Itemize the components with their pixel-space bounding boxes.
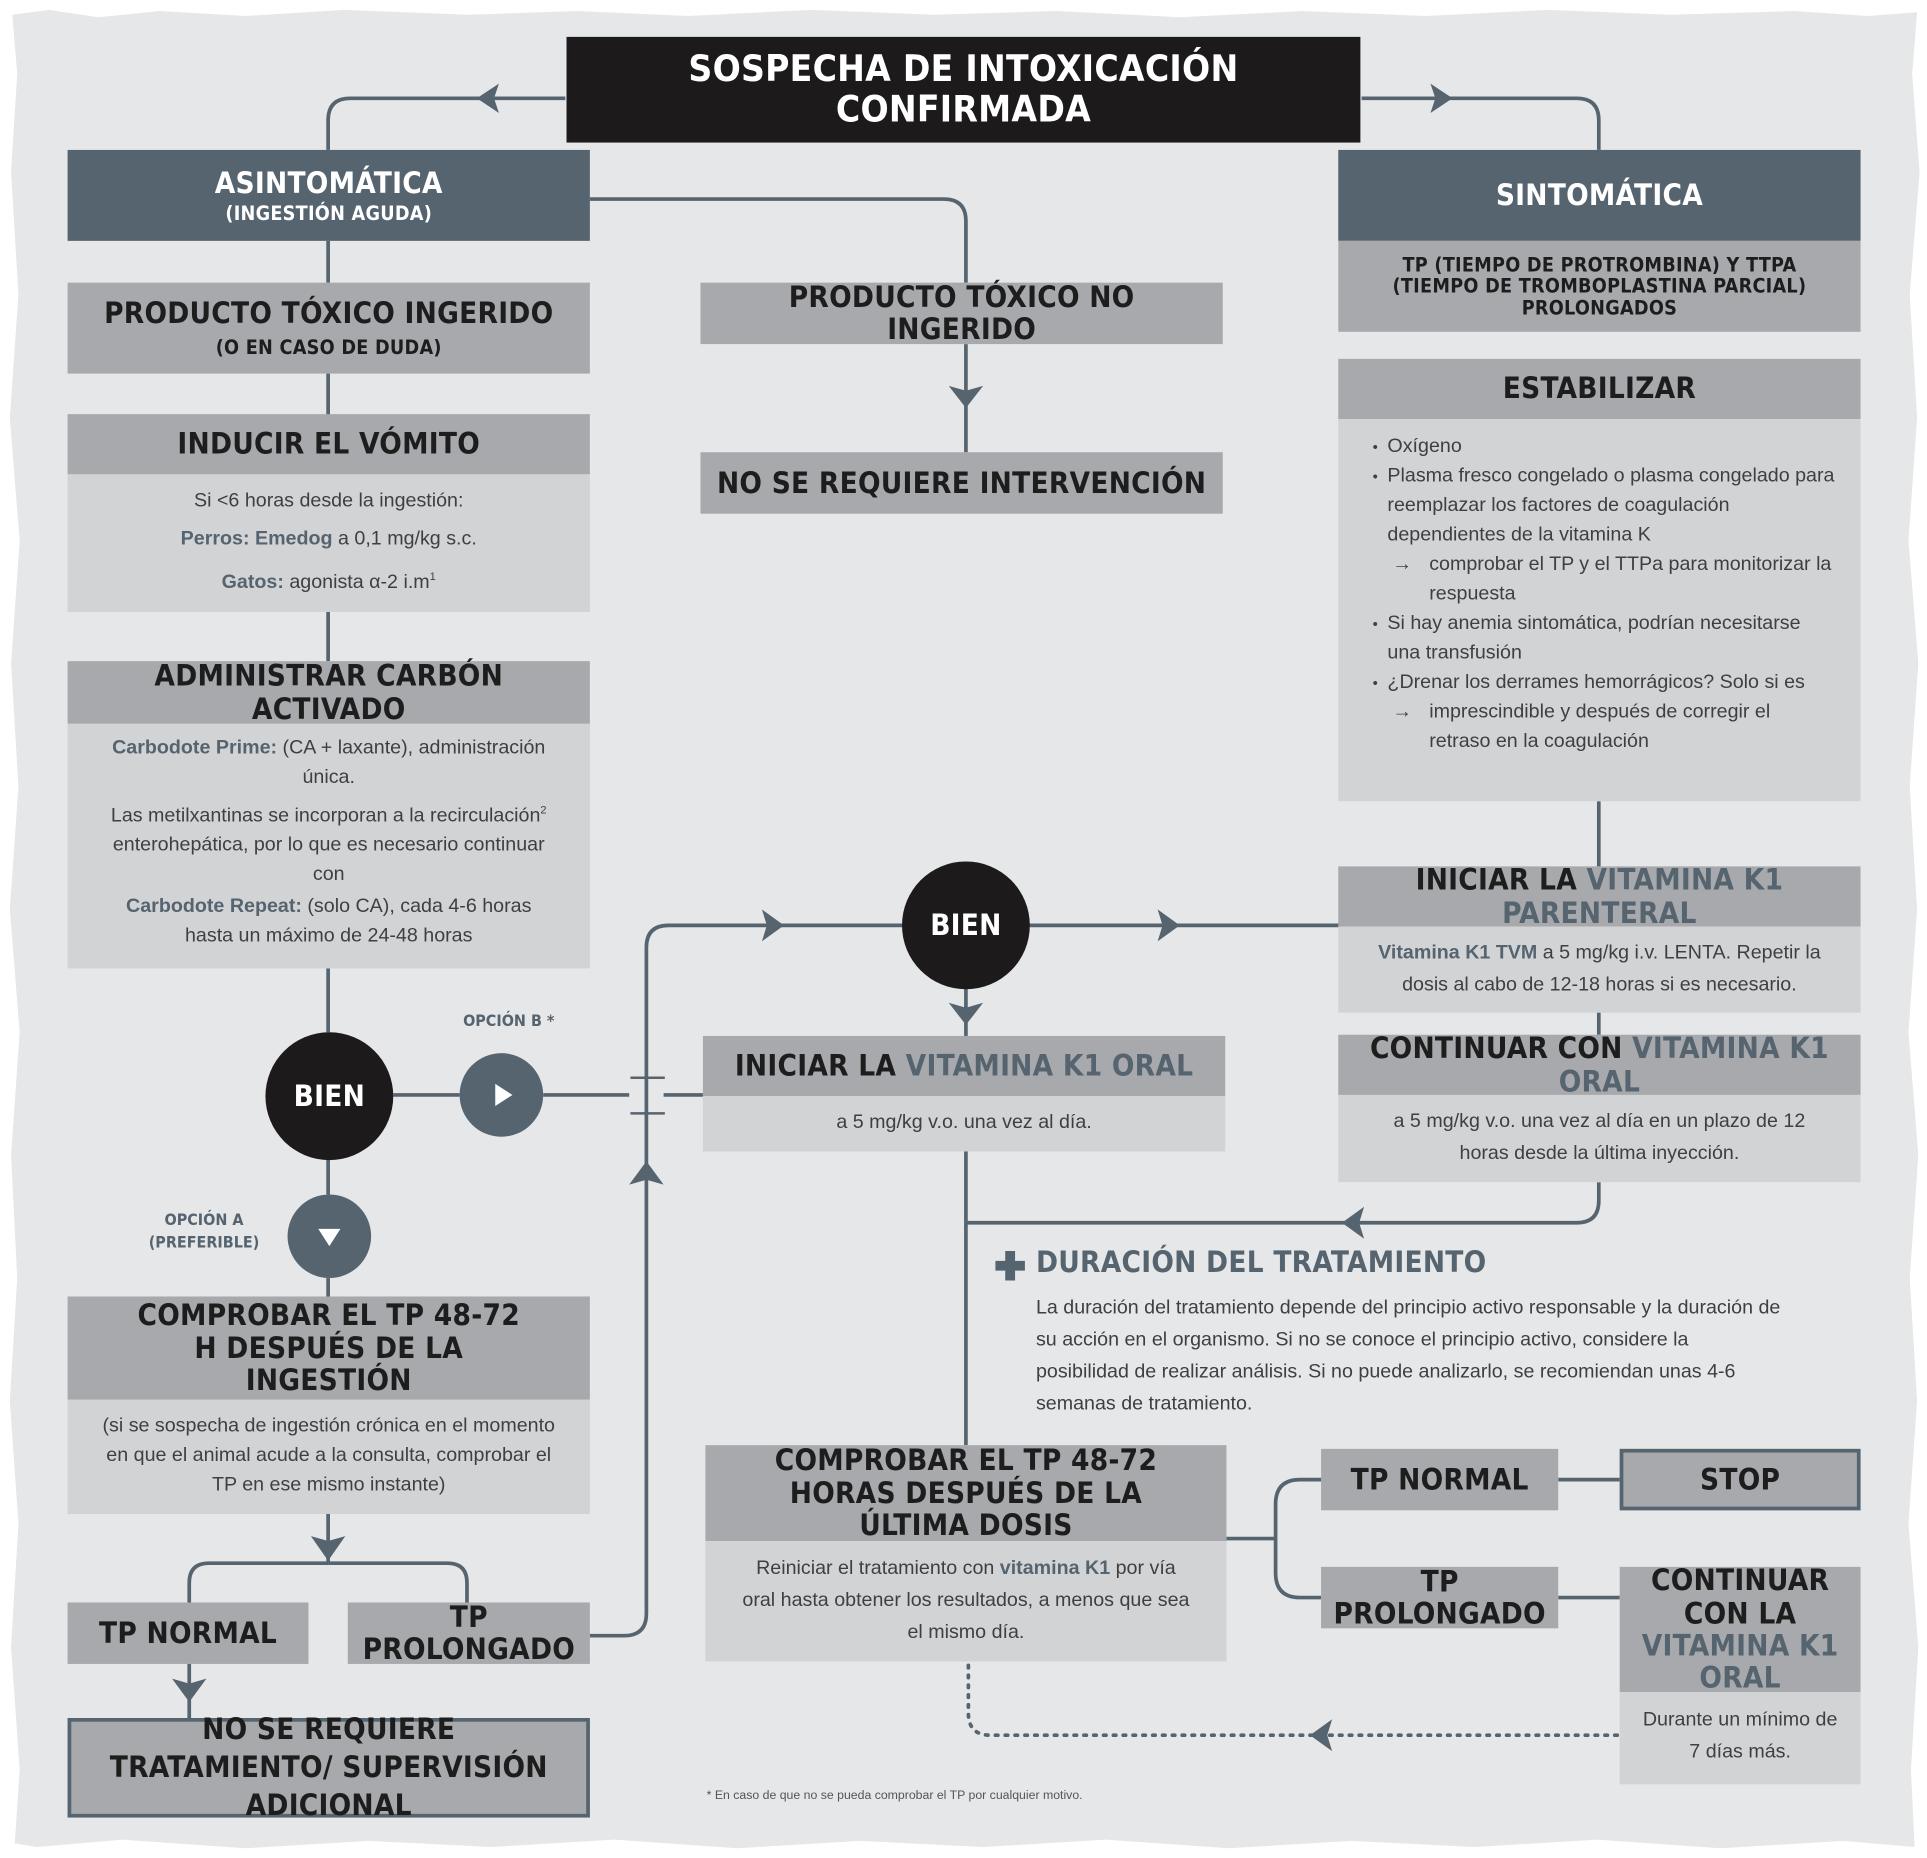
stabilize-item: Si hay anemia sintomática, podrían neces… xyxy=(1370,610,1836,669)
vomit-title: INDUCIR EL VÓMITO xyxy=(67,414,590,475)
option-b-label: OPCIÓN B * xyxy=(463,1012,555,1032)
charcoal-body: Carbodote Prime: (CA + laxante), adminis… xyxy=(67,723,590,969)
oral-title: INICIAR LA VITAMINA K1 ORAL xyxy=(702,1035,1226,1097)
connector xyxy=(187,1561,329,1603)
charcoal-title: ADMINISTRAR CARBÓN ACTIVADO xyxy=(67,660,590,725)
main-title: SOSPECHA DE INTOXICACIÓN CONFIRMADA xyxy=(566,36,1361,143)
check-last-body: Reiniciar el tratamiento con vitamina K1… xyxy=(705,1541,1227,1662)
charcoal-repeat: Carbodote Repeat: (solo CA), cada 4-6 ho… xyxy=(126,896,532,947)
stabilize-item: Plasma fresco congelado o plasma congela… xyxy=(1370,462,1836,550)
not-ingested-box: PRODUCTO TÓXICO NO INGERIDO xyxy=(700,281,1223,345)
asymptomatic-subtitle: (INGESTIÓN AGUDA) xyxy=(225,201,433,225)
option-b-play-icon xyxy=(459,1053,544,1137)
charcoal-prime: Carbodote Prime: (CA + laxante), adminis… xyxy=(112,737,546,788)
ingested-box: PRODUCTO TÓXICO INGERIDO (O EN CASO DE D… xyxy=(67,282,590,374)
tp-prolonged-left: TP PROLONGADO xyxy=(347,1601,590,1665)
vomit-dogs: Perros: Emedog a 0,1 mg/kg s.c. xyxy=(180,528,477,550)
arrowheads xyxy=(172,83,1453,1752)
stabilize-body: Oxígeno Plasma fresco congelado o plasma… xyxy=(1338,419,1861,802)
plus-icon xyxy=(993,1249,1027,1283)
continue-oral-body: a 5 mg/kg v.o. una vez al día en un plaz… xyxy=(1338,1094,1861,1183)
continue-oral-title: CONTINUAR CON VITAMINA K1 ORAL xyxy=(1338,1032,1861,1097)
check-last-title: COMPROBAR EL TP 48-72 HORAS DESPUÉS DE L… xyxy=(705,1444,1227,1542)
oral-body: a 5 mg/kg v.o. una vez al día. xyxy=(702,1096,1226,1152)
arrow-right-icon xyxy=(1157,909,1180,942)
stabilize-item: Oxígeno xyxy=(1370,433,1836,462)
ingested-title: PRODUCTO TÓXICO INGERIDO xyxy=(104,296,554,331)
arrow-right-icon xyxy=(1430,83,1453,114)
symptomatic-header: SINTOMÁTICA xyxy=(1338,149,1861,241)
stabilize-item: ¿Drenar los derrames hemorrágicos? Solo … xyxy=(1370,669,1836,698)
arrow-down-icon xyxy=(948,1002,984,1025)
tp-normal-right: TP NORMAL xyxy=(1321,1448,1559,1511)
vomit-cats: Gatos: agonista α-2 i.m1 xyxy=(221,570,436,593)
vomit-line: Si <6 horas desde la ingestión: xyxy=(193,490,464,512)
stabilize-subitem: comprobar el TP y el TTPa para monitoriz… xyxy=(1370,551,1836,610)
connector-title-sym xyxy=(1361,96,1601,150)
stabilize-list: Si hay anemia sintomática, podrían neces… xyxy=(1370,610,1836,698)
continue-7days-body: Durante un mínimo de 7 días más. xyxy=(1619,1692,1861,1785)
arrow-right-icon xyxy=(761,909,785,942)
no-treatment-box: NO SE REQUIERE TRATAMIENTO/ SUPERVISIÓN … xyxy=(67,1712,590,1823)
parenteral-title: INICIAR LA VITAMINA K1 PARENTERAL xyxy=(1338,864,1861,929)
duration-text: La duración del tratamiento depende del … xyxy=(1035,1297,1781,1415)
arrow-down-icon xyxy=(172,1678,207,1703)
ingested-subtitle: (O EN CASO DE DUDA) xyxy=(215,335,442,360)
arrow-left-icon xyxy=(1310,1719,1333,1752)
option-a-label: OPCIÓN A(PREFERIBLE) xyxy=(148,1211,260,1253)
arrow-left-icon xyxy=(476,83,499,114)
option-a-down-icon xyxy=(287,1194,372,1279)
tp-prolonged-right: TP PROLONGADO xyxy=(1321,1565,1559,1630)
parenteral-body: Vitamina K1 TVM a 5 mg/kg i.v. LENTA. Re… xyxy=(1338,926,1861,1013)
arrow-down-icon xyxy=(948,385,984,408)
no-intervention-box: NO SE REQUIERE INTERVENCIÓN xyxy=(700,452,1223,514)
stabilize-list: Oxígeno Plasma fresco congelado o plasma… xyxy=(1370,433,1836,551)
arrow-down-icon xyxy=(310,1536,346,1561)
asymptomatic-title: ASINTOMÁTICA xyxy=(214,165,443,200)
charcoal-recirc: Las metilxantinas se incorporan a la rec… xyxy=(110,803,547,886)
connector-dotted-return xyxy=(966,1659,1620,1738)
stabilize-title: ESTABILIZAR xyxy=(1338,358,1861,420)
check-pt-body: (si se sospecha de ingestión crónica en … xyxy=(67,1399,590,1515)
duration-title: DURACIÓN DEL TRATAMIENTO xyxy=(1035,1244,1487,1280)
vomit-body: Si <6 horas desde la ingestión: Perros: … xyxy=(67,474,590,612)
stop-box: STOP xyxy=(1619,1448,1861,1511)
asymptomatic-header: ASINTOMÁTICA (INGESTIÓN AGUDA) xyxy=(67,149,590,241)
tp-normal-left: TP NORMAL xyxy=(67,1602,309,1664)
connector-prolonged-up xyxy=(589,923,903,1638)
stabilize-subitem: imprescindible y después de corregir el … xyxy=(1370,698,1836,757)
footnote: * En caso de que no se pueda comprobar e… xyxy=(706,1789,1083,1803)
arrow-up-icon xyxy=(629,1161,664,1185)
connector-continue-back xyxy=(965,1182,1601,1225)
continue-7days-title: CONTINUAR CON LA VITAMINA K1 ORAL xyxy=(1619,1564,1861,1694)
connector xyxy=(328,1561,469,1603)
connector-branch xyxy=(1273,1477,1322,1600)
symptomatic-tp: TP (TIEMPO DE PROTROMBINA) Y TTPA (TIEMP… xyxy=(1338,240,1861,332)
check-pt-title: COMPROBAR EL TP 48-72 H DESPUÉS DE LA IN… xyxy=(67,1296,590,1400)
connector-not-ingested xyxy=(589,197,968,283)
connector-title-asym xyxy=(326,96,566,150)
bien-left-node: BIEN xyxy=(265,1032,394,1161)
arrow-left-icon xyxy=(1341,1206,1365,1239)
bien-center-node: BIEN xyxy=(902,861,1030,990)
